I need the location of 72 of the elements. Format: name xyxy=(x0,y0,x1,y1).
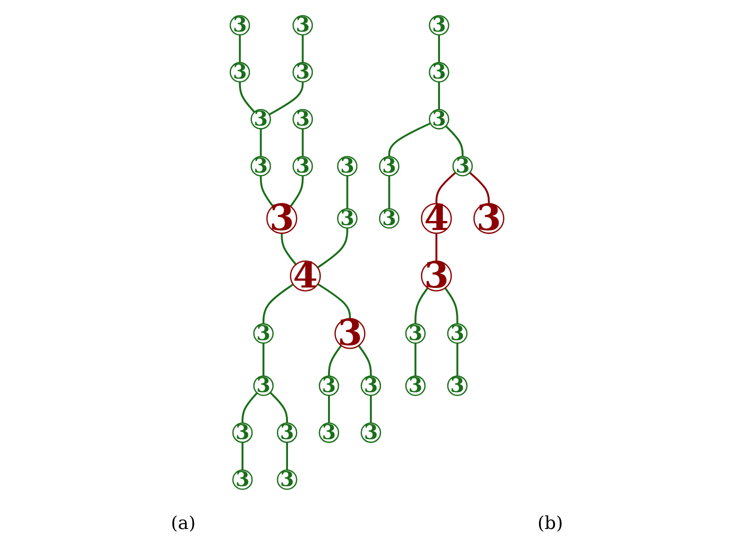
connector xyxy=(358,344,372,376)
node-circle: 3 xyxy=(318,376,340,396)
node-circle: 3 xyxy=(428,15,450,36)
node-circle: 3 xyxy=(253,323,274,344)
node-circle: 3 xyxy=(447,323,468,344)
node-circle: 3 xyxy=(452,156,473,176)
node-circle: 3 xyxy=(250,156,272,176)
node-circle: 3 xyxy=(292,62,313,82)
connector xyxy=(286,442,288,470)
connector xyxy=(260,128,262,157)
node-circle: 3 xyxy=(266,202,298,234)
node-circle: 4 xyxy=(420,202,452,234)
connector xyxy=(438,34,440,63)
connector xyxy=(435,172,456,204)
connector xyxy=(317,228,348,268)
connector xyxy=(242,442,244,470)
node-circle: 3 xyxy=(379,208,400,229)
connector xyxy=(238,82,256,113)
connector xyxy=(280,233,297,266)
connector xyxy=(262,343,264,376)
connector xyxy=(238,34,241,63)
connector xyxy=(438,82,440,110)
node-circle: 3 xyxy=(292,156,313,176)
node-circle: 3 xyxy=(428,109,450,130)
connector xyxy=(346,176,348,209)
node-circle: 3 xyxy=(292,15,313,36)
node-circle: 3 xyxy=(360,376,382,396)
connector xyxy=(302,128,304,157)
node-circle: 3 xyxy=(360,422,382,443)
connector xyxy=(242,392,258,424)
node-circle: 3 xyxy=(230,62,250,82)
connector xyxy=(388,122,431,157)
connector xyxy=(414,287,428,324)
node-circle: 3 xyxy=(428,62,450,82)
node-circle: 3 xyxy=(232,422,253,443)
node-circle: 3 xyxy=(276,422,298,443)
node-circle: 3 xyxy=(405,376,426,396)
node-circle: 3 xyxy=(405,323,426,344)
connector xyxy=(302,34,304,63)
node-circle: 3 xyxy=(337,208,358,229)
node-circle: 3 xyxy=(230,15,250,36)
node-circle: 3 xyxy=(292,109,313,130)
node-circle: 3 xyxy=(447,376,468,396)
connector xyxy=(328,344,342,376)
connector xyxy=(435,233,438,262)
subfigure-label: (a) xyxy=(170,512,196,534)
node-circle: 3 xyxy=(420,260,452,292)
connector xyxy=(260,176,274,208)
node-circle: 3 xyxy=(253,376,274,396)
connector xyxy=(290,176,304,208)
connector xyxy=(268,82,304,116)
connector xyxy=(414,343,416,376)
node-circle: 3 xyxy=(250,109,272,130)
connector xyxy=(456,343,458,376)
connector xyxy=(388,176,390,209)
connector xyxy=(445,125,464,157)
node-circle: 3 xyxy=(232,470,253,490)
connector xyxy=(262,284,294,324)
node-circle: 4 xyxy=(290,260,321,292)
connector xyxy=(469,172,490,204)
connector xyxy=(370,395,372,424)
connector xyxy=(317,283,351,319)
node-circle: 3 xyxy=(276,470,298,490)
node-circle: 3 xyxy=(473,202,504,234)
node-circle: 3 xyxy=(379,156,400,176)
connector xyxy=(270,392,288,424)
subfigure-label: (b) xyxy=(538,512,564,534)
connector xyxy=(444,287,458,324)
node-circle: 3 xyxy=(318,422,340,443)
node-circle: 3 xyxy=(334,318,366,349)
node-circle: 3 xyxy=(337,156,358,176)
connector xyxy=(328,395,330,424)
